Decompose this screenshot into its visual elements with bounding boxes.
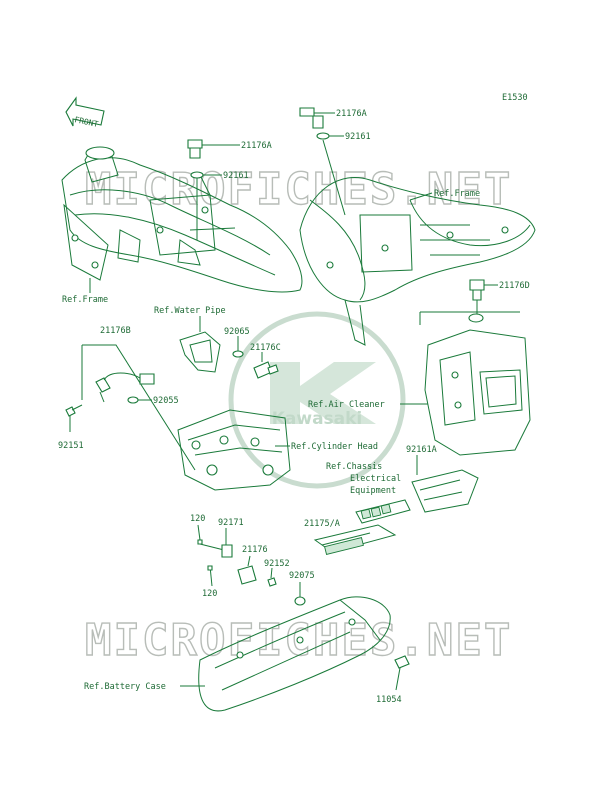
- logo-text: Kawasaki: [272, 409, 363, 429]
- label-92152: 92152: [264, 559, 290, 569]
- sensor-21176C: [253, 352, 279, 379]
- label-92075: 92075: [289, 571, 315, 581]
- label-ref-chassis: Ref.Chassis: [326, 462, 382, 472]
- label-ref-frame-left: Ref.Frame: [62, 295, 108, 305]
- water-pipe-drawing: [179, 316, 221, 373]
- sensor-21176B: [95, 372, 155, 403]
- label-92151: 92151: [58, 441, 84, 451]
- sensor-21176A-left: [187, 139, 240, 240]
- label-21176: 21176: [242, 545, 268, 555]
- sensor-21176: [237, 555, 257, 585]
- clamp-92171: [221, 544, 233, 558]
- washer-92055: [127, 396, 139, 404]
- cylinder-head-drawing: [177, 409, 291, 491]
- diagram-code: E1530: [502, 93, 528, 103]
- label-21176B: 21176B: [100, 326, 131, 336]
- label-ref-air-cleaner: Ref.Air Cleaner: [308, 400, 385, 410]
- label-92161A: 92161A: [406, 445, 437, 455]
- label-ref-frame-right: Ref.Frame: [434, 189, 480, 199]
- label-92171: 92171: [218, 518, 244, 528]
- label-ref-chassis-equipment: Equipment: [350, 486, 396, 496]
- air-cleaner-drawing: [419, 311, 531, 456]
- watermark-top: MICROFICHES.NET: [85, 164, 512, 215]
- bolt-120-top: [197, 539, 203, 545]
- label-92065: 92065: [224, 327, 250, 337]
- kawasaki-logo: Kawasaki: [228, 311, 406, 489]
- bracket-92161A-drawing: [411, 469, 479, 513]
- label-21176A-left: 21176A: [241, 141, 272, 151]
- label-120-bottom: 120: [202, 589, 217, 599]
- clamp-11054: [394, 655, 410, 691]
- sensor-21176A-right: [299, 107, 346, 216]
- label-ref-cylinder-head: Ref.Cylinder Head: [291, 442, 378, 452]
- connector-drawing: [355, 499, 411, 524]
- part-92152: [267, 577, 277, 587]
- label-92161-right: 92161: [345, 132, 371, 142]
- label-92055: 92055: [153, 396, 179, 406]
- label-21176A-right: 21176A: [336, 109, 367, 119]
- label-ref-battery-case: Ref.Battery Case: [84, 682, 166, 692]
- label-11054: 11054: [376, 695, 402, 705]
- bolt-120-bottom: [207, 565, 213, 571]
- bracket-21176B: [82, 344, 196, 471]
- label-92161-left: 92161: [223, 171, 249, 181]
- sensor-21176D: [469, 279, 498, 314]
- washer-92065: [232, 350, 244, 358]
- ecu-21175A-drawing: [313, 524, 397, 556]
- right-frame-drawing: [299, 176, 536, 346]
- label-21176D: 21176D: [499, 281, 530, 291]
- label-ref-water-pipe: Ref.Water Pipe: [154, 306, 226, 316]
- front-arrow-icon: FRONT: [65, 96, 105, 129]
- label-120-top: 120: [190, 514, 205, 524]
- battery-case-drawing: [198, 596, 391, 712]
- label-21176C: 21176C: [250, 343, 281, 353]
- grommet-92075: [294, 596, 306, 606]
- bolt-92151: [65, 404, 83, 432]
- label-21175A: 21175/A: [304, 519, 340, 529]
- label-ref-chassis-electrical: Electrical: [350, 474, 401, 484]
